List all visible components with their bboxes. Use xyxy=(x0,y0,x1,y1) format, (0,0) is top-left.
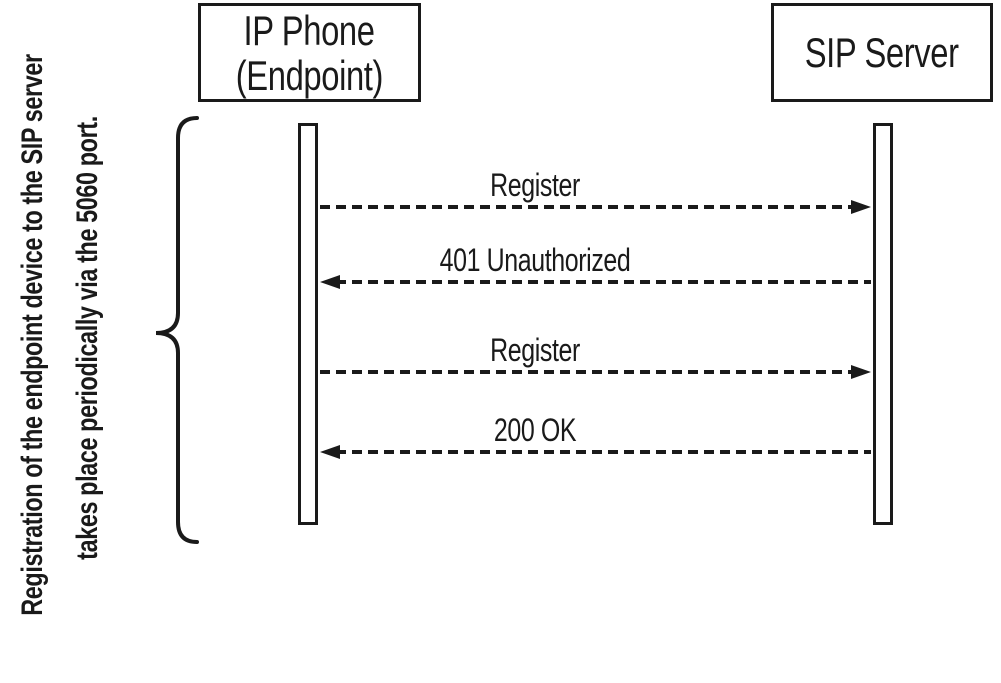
actor-box-ip-phone: IP Phone (Endpoint) xyxy=(198,3,421,102)
curly-brace-icon xyxy=(155,116,199,544)
actor-box-sip-server: SIP Server xyxy=(771,3,993,102)
arrow-left-icon xyxy=(320,275,340,289)
side-note-line-1: Registration of the endpoint device to t… xyxy=(16,54,49,616)
dashed-line xyxy=(336,450,871,454)
sip-server-label: SIP Server xyxy=(805,29,959,76)
message-label: 200 OK xyxy=(493,412,577,448)
activation-bar-sip-server xyxy=(873,123,893,525)
dashed-line xyxy=(320,205,855,209)
side-note-line-2: takes place periodically via the 5060 po… xyxy=(71,116,104,560)
arrow-right-icon xyxy=(851,200,871,214)
arrow-left-icon xyxy=(320,445,340,459)
message-401-unauthorized: 401 Unauthorized xyxy=(320,242,871,289)
message-200-ok: 200 OK xyxy=(320,412,871,459)
ip-phone-label-line1: IP Phone xyxy=(243,6,376,54)
dashed-line xyxy=(320,370,855,374)
ip-phone-label-line2: (Endpoint) xyxy=(235,51,384,99)
dashed-line xyxy=(336,280,871,284)
message-label: Register xyxy=(490,332,580,368)
message-label: 401 Unauthorized xyxy=(439,242,631,278)
arrow-right-icon xyxy=(851,365,871,379)
message-register-1: Register xyxy=(320,167,871,214)
activation-bar-ip-phone xyxy=(298,123,318,525)
message-label: Register xyxy=(490,167,580,203)
message-register-2: Register xyxy=(320,332,871,379)
